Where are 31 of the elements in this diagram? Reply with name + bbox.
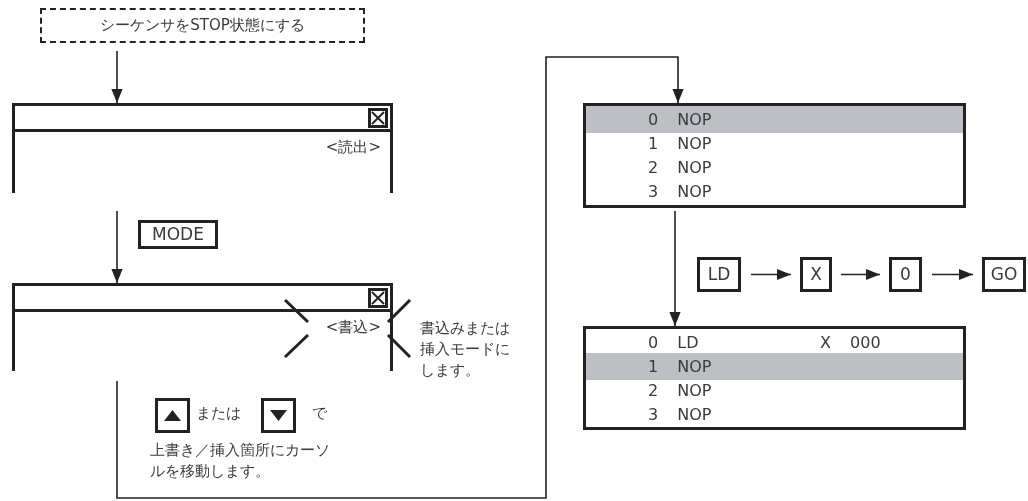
program-list-screen <box>583 326 966 430</box>
flow-arrow <box>669 210 681 327</box>
flow-arrow <box>840 268 881 281</box>
program-line: 0 NOP <box>648 109 712 131</box>
screen-window <box>12 283 393 371</box>
flow-arrow <box>750 268 792 281</box>
key-button: LD <box>697 257 741 292</box>
program-line: X 000 <box>820 332 881 354</box>
program-list-screen <box>583 103 966 208</box>
flow-arrow <box>931 268 974 281</box>
program-line: 1 NOP <box>648 356 712 378</box>
program-line: 1 NOP <box>648 133 712 155</box>
key-button: 0 <box>889 257 922 292</box>
note-text: または <box>196 403 241 424</box>
key-button: GO <box>982 257 1026 292</box>
note-text: 書込みまたは挿入モードにします。 <box>420 318 511 381</box>
note-text: で <box>312 403 327 424</box>
flow-arrow <box>116 56 684 499</box>
program-line: 0 LD <box>648 332 699 354</box>
step-text: シーケンサをSTOP状態にする <box>100 15 305 37</box>
screen-window <box>12 103 393 193</box>
program-line: 3 NOP <box>648 181 712 203</box>
flow-arrow <box>111 210 123 284</box>
program-line: 3 NOP <box>648 404 712 426</box>
key-button: MODE <box>138 220 218 249</box>
dashed-step-box <box>40 8 365 43</box>
program-line: 2 NOP <box>648 380 712 402</box>
note-text: 上書き／挿入箇所にカーソルを移動します。 <box>150 440 331 482</box>
flow-arrow <box>111 50 123 104</box>
program-line: 2 NOP <box>648 157 712 179</box>
key-button: X <box>800 257 832 292</box>
